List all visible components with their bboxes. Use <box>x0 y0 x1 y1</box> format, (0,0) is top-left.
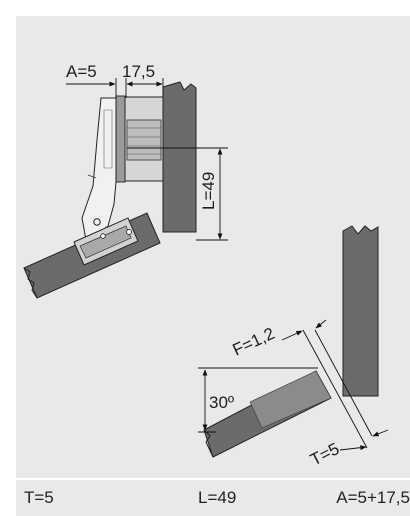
caption-t: T=5 <box>24 488 54 507</box>
caption-bar: T=5 L=49 A=5+17,5 <box>16 480 410 516</box>
caption-l: L=49 <box>198 488 237 507</box>
hinge-cup <box>73 217 139 266</box>
lower-door-at-30deg <box>203 370 332 458</box>
hinge-mounting-plate <box>124 96 164 182</box>
lower-cabinet-side-panel <box>342 225 379 397</box>
label-t: T=5 <box>307 439 342 469</box>
hinge-arm <box>81 95 126 241</box>
label-f: F=1,2 <box>230 324 278 360</box>
label-length: L=49 <box>199 172 218 210</box>
label-gap: 17,5 <box>122 62 155 81</box>
label-angle: 30º <box>209 393 234 412</box>
caption-a: A=5+17,5 <box>336 488 410 507</box>
lower-dimension-lines <box>198 319 389 451</box>
upper-dimension-lines <box>66 78 228 241</box>
upper-cabinet-side-panel <box>162 81 197 233</box>
label-a: A=5 <box>66 62 97 81</box>
hinge-technical-drawing: A=5 17,5 L=49 F=1,2 30º T=5 <box>23 62 389 470</box>
